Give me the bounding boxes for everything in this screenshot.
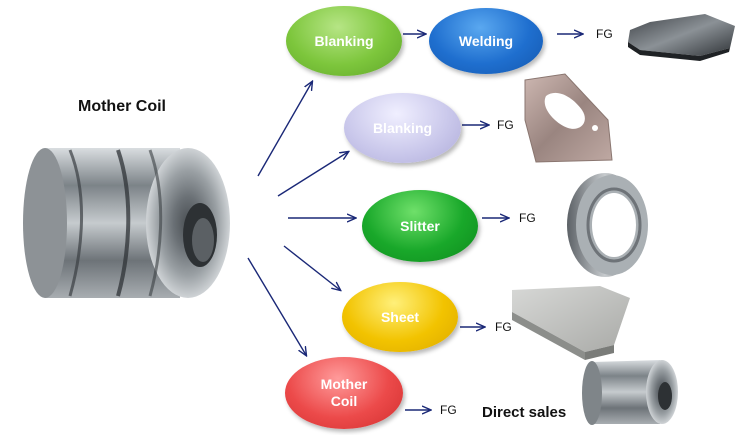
fg-label-sheet: FG bbox=[495, 320, 512, 334]
blanked-plate-graphic bbox=[524, 73, 613, 163]
arrow-coil-to-sheet bbox=[283, 245, 340, 290]
small-coil-graphic bbox=[582, 360, 678, 425]
mother-coil-node: Mother Coil bbox=[285, 357, 403, 429]
welding-node: Welding bbox=[429, 8, 543, 74]
arrow-coil-to-blanking-top bbox=[257, 82, 312, 177]
sheet-label: Sheet bbox=[380, 308, 420, 325]
blanking-mid-label: Blanking bbox=[372, 119, 433, 136]
mother-coil-label: Mother Coil bbox=[320, 376, 368, 409]
fg-label-blanking: FG bbox=[497, 118, 514, 132]
arrow-coil-to-mother-coil bbox=[247, 257, 306, 355]
sheet-stack-graphic bbox=[512, 286, 630, 360]
fg-label-slitter: FG bbox=[519, 211, 536, 225]
welding-label: Welding bbox=[458, 32, 514, 49]
slit-coil-graphic bbox=[567, 173, 648, 277]
blanking-mid-node: Blanking bbox=[344, 93, 461, 163]
slitter-label: Slitter bbox=[400, 217, 440, 234]
fg-label-mother-coil: FG bbox=[440, 403, 457, 417]
diagram-title: Mother Coil bbox=[78, 98, 166, 115]
sheet-node: Sheet bbox=[342, 282, 458, 352]
fg-label-welding: FG bbox=[596, 27, 613, 41]
blanking-top-label: Blanking bbox=[314, 32, 374, 49]
arrow-coil-to-blanking-mid bbox=[277, 152, 348, 197]
direct-sales-label: Direct sales bbox=[482, 404, 567, 421]
big-coil-graphic bbox=[23, 148, 230, 298]
blanking-top-node: Blanking bbox=[286, 6, 402, 76]
slitter-node: Slitter bbox=[362, 190, 478, 262]
welded-part-graphic bbox=[628, 14, 735, 61]
